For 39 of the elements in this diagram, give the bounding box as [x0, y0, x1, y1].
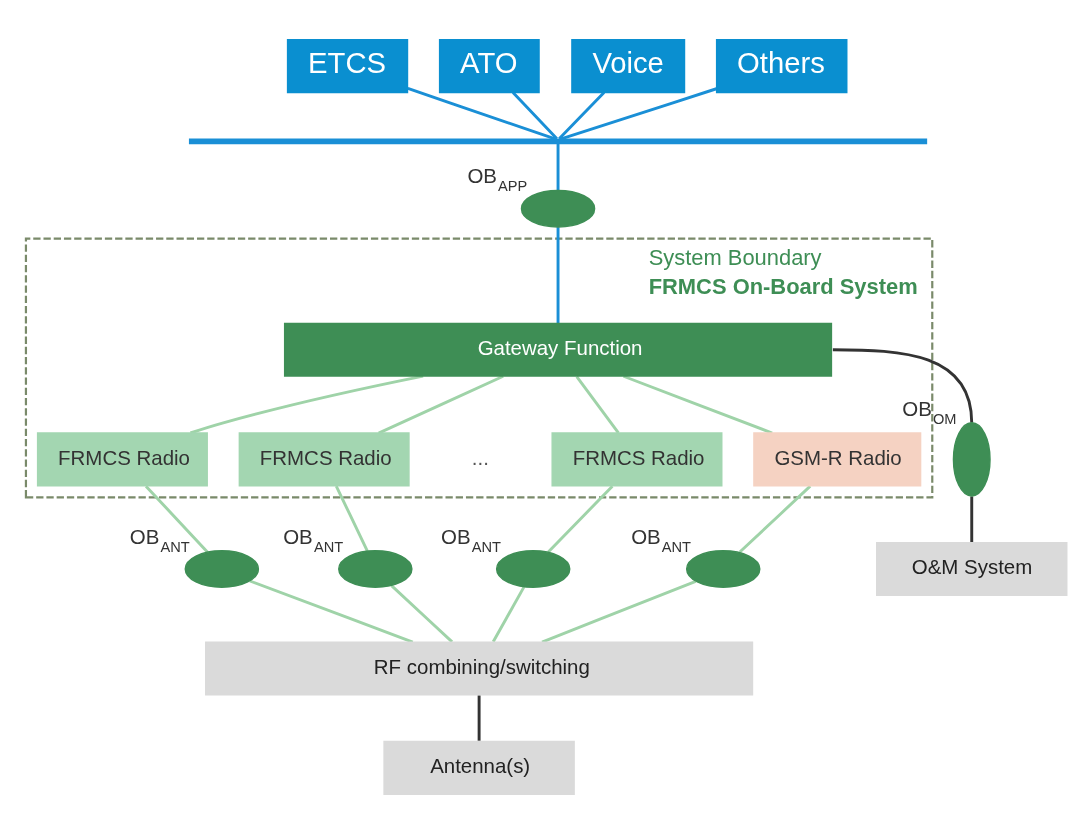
- connector: [832, 348, 974, 423]
- node-label: OB$_{APP}$: [467, 164, 528, 195]
- node-box: GSM-R Radio: [753, 432, 922, 487]
- connector: [390, 584, 454, 643]
- label: ...: [471, 445, 489, 469]
- connector: [407, 86, 557, 141]
- connector: [970, 496, 974, 543]
- node-box: ETCS: [286, 39, 409, 94]
- node-label: OB$_{ANT}$: [283, 524, 344, 555]
- node-box: O&M System: [876, 542, 1068, 597]
- node-label: OB$_{ANT}$: [129, 524, 190, 555]
- connector: [547, 485, 614, 554]
- connector: [334, 485, 369, 552]
- node-box: Antenna(s): [383, 740, 575, 795]
- node-ellipse: [495, 550, 571, 589]
- node-label: OB$_{OM}$: [902, 396, 957, 427]
- node-box: ATO: [438, 39, 540, 94]
- node-box: FRMCS Radio: [551, 432, 723, 487]
- connector: [144, 485, 209, 554]
- connector: [477, 695, 481, 741]
- node-ellipse: [520, 189, 596, 228]
- connector: [559, 87, 717, 141]
- connector: [556, 227, 560, 324]
- node-ellipse: [952, 422, 991, 497]
- node-box: RF combining/switching: [205, 641, 754, 696]
- node-box: Gateway Function: [283, 322, 833, 377]
- node-bar: [188, 138, 928, 145]
- connector: [738, 485, 812, 554]
- connector: [556, 144, 560, 191]
- node-ellipse: [184, 550, 260, 589]
- connector: [491, 586, 526, 643]
- node-box: FRMCS Radio: [238, 432, 410, 487]
- node-box: Voice: [571, 39, 686, 94]
- node-ellipse: [685, 550, 761, 589]
- node-ellipse: [338, 550, 413, 589]
- node-label: OB$_{ANT}$: [441, 524, 502, 555]
- node-box: FRMCS Radio: [36, 432, 208, 487]
- node-box: Others: [715, 39, 848, 94]
- node-label: OB$_{ANT}$: [631, 524, 692, 555]
